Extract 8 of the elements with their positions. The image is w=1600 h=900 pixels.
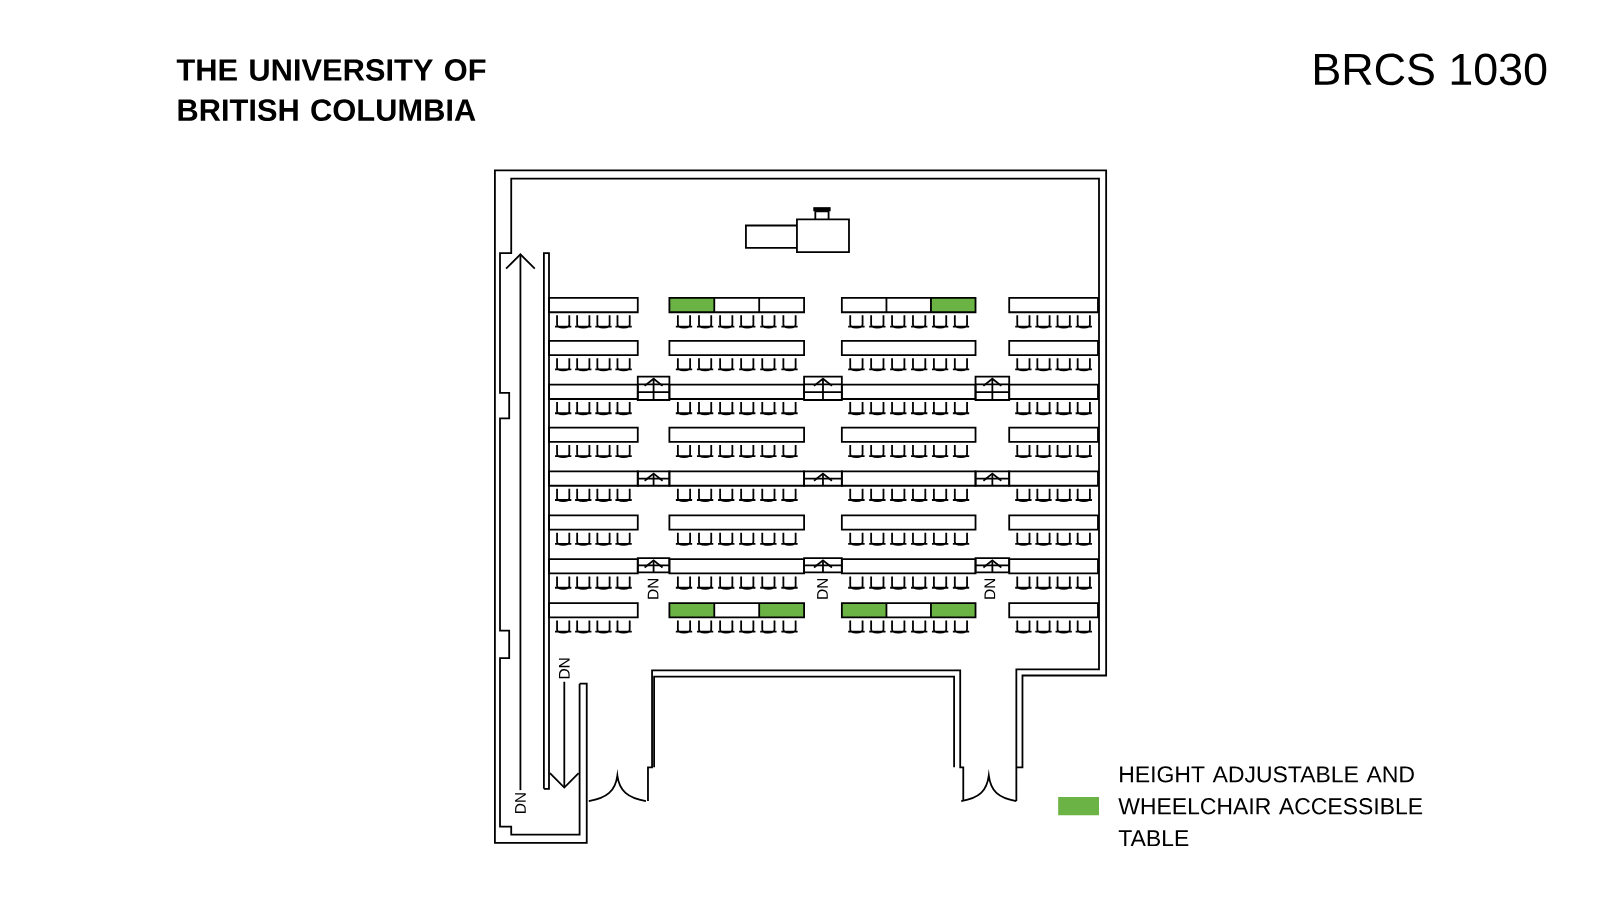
stair-label: DN — [513, 790, 528, 816]
stair-label: DN — [646, 575, 661, 602]
stair-label: DN — [557, 655, 572, 682]
stair-label: DN — [982, 575, 997, 602]
legend-label: HEIGHT ADJUSTABLE AND WHEELCHAIR ACCESSIBLE TABLE — [1118, 766, 1423, 847]
room-title: BRCS 1030 — [1315, 53, 1547, 86]
institution-name: THE UNIVERSITY OF BRITISH COLUMBIA — [176, 59, 486, 122]
stair-label: DN — [815, 575, 830, 602]
